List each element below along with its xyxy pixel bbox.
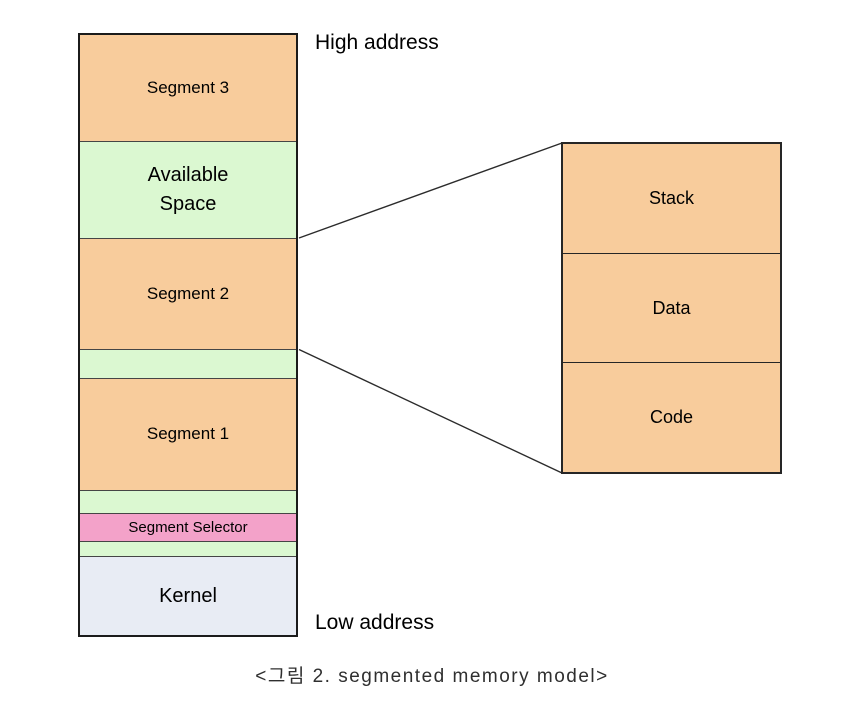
segment-2: Segment 2 [80,238,296,349]
gap-green-3 [80,541,296,556]
connector-line-top [298,142,563,239]
segment-selector: Segment Selector [80,513,296,541]
available-space: Available Space [80,141,296,238]
expanded-cell-code: Code [563,362,780,473]
low-address-label: Low address [315,611,435,634]
kernel: Kernel [80,556,296,635]
figure-caption: <그림 2. segmented memory model> [255,666,609,687]
high-address-label: High address [315,31,439,54]
expanded-cell-stack: Stack [563,144,780,253]
gap-green-2 [80,490,296,513]
expanded-cell-data: Data [563,252,780,363]
segment-3: Segment 3 [80,35,296,141]
gap-green-1 [80,349,296,378]
segment-1: Segment 1 [80,378,296,490]
connector-line-bottom [298,348,563,474]
